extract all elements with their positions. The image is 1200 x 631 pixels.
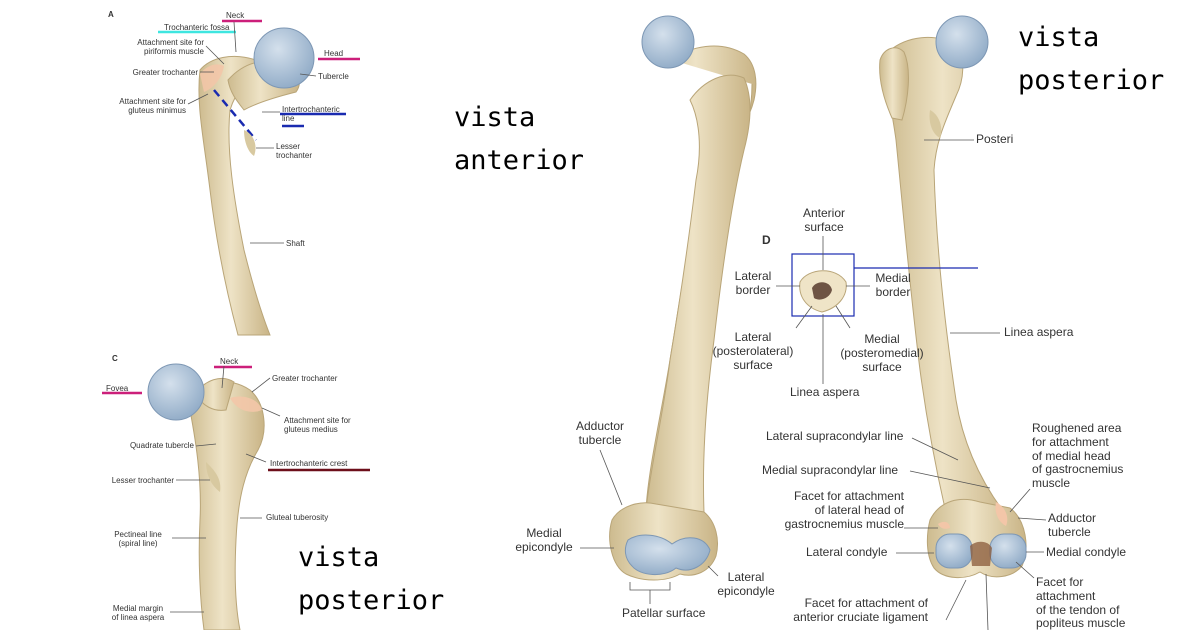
panel-a-letter: A [108, 10, 114, 19]
label-medial-margin: Medial margin of linea aspera [111, 604, 165, 623]
caption-vista-posterior-top: vista posterior [1018, 22, 1165, 97]
label-greater-trochanter-c: Greater trochanter [272, 374, 338, 383]
label-medial-surface: Medial (posteromedial) surface [840, 332, 924, 374]
label-gluteus-minimus: Attachment site for gluteus minimus [119, 97, 186, 116]
label-quadrate-tubercle: Quadrate tubercle [129, 441, 194, 450]
label-lesser-trochanter-a: Lesser trochanter [276, 142, 313, 161]
posterior-femur [879, 15, 1027, 578]
label-roughened-area: Roughened area for attachment of medial … [1032, 421, 1124, 491]
label-intertrochanteric-crest: Intertrochanteric crest [270, 459, 348, 468]
label-medial-condyle: Medial condyle [1046, 545, 1127, 559]
anterior-leaders [580, 449, 719, 604]
label-medial-border: Medial border [875, 271, 911, 299]
label-linea-aspera-posterior: Linea aspera [1004, 325, 1074, 339]
panel-c-highlights [102, 365, 370, 472]
anterior-femur [609, 15, 757, 581]
label-medial-epicondyle: Medial epicondyle [515, 526, 573, 554]
label-linea-aspera-d: Linea aspera [790, 385, 860, 399]
panel-d-leaders [776, 236, 870, 384]
panel-d-letter: D [762, 233, 771, 247]
panel-a-leaders [187, 21, 317, 244]
label-patellar-surface: Patellar surface [622, 606, 706, 620]
label-neck-a: Neck [226, 11, 245, 20]
label-gluteus-medius: Attachment site for gluteus medius [284, 416, 351, 435]
label-gluteal-tuberosity: Gluteal tuberosity [266, 513, 329, 522]
label-shaft: Shaft [286, 239, 305, 248]
label-posterior-cut: Posteri [976, 132, 1014, 146]
label-lateral-surface: Lateral (posterolateral) surface [712, 330, 794, 372]
label-facet-acl: Facet for attachment of anterior cruciat… [793, 596, 928, 624]
label-piriformis: Attachment site for piriformis muscle [137, 38, 204, 57]
label-adductor-tubercle-anterior: Adductor tubercle [575, 419, 625, 447]
posterior-leaders [896, 139, 1047, 630]
label-lateral-supracondylar-line: Lateral supracondylar line [766, 429, 904, 443]
label-lateral-border: Lateral border [734, 269, 772, 297]
label-greater-trochanter-a: Greater trochanter [132, 68, 198, 77]
label-lateral-condyle: Lateral condyle [806, 545, 888, 559]
label-pectineal-line: Pectineal line (spiral line) [114, 530, 162, 549]
label-trochanteric-fossa: Trochanteric fossa [164, 23, 230, 32]
label-fovea: Fovea [106, 384, 129, 393]
panel-c-proximal-femur [147, 363, 265, 630]
label-neck-c: Neck [220, 357, 239, 366]
label-head: Head [324, 49, 344, 58]
label-medial-supracondylar-line: Medial supracondylar line [762, 463, 899, 477]
label-lesser-trochanter-c: Lesser trochanter [111, 476, 174, 485]
panel-a-highlights [158, 19, 360, 128]
label-tubercle: Tubercle [318, 72, 349, 81]
label-adductor-tubercle-posterior: Adductor tubercle [1048, 511, 1097, 539]
label-facet-popliteus: Facet for attachment of the tendon of po… [1036, 575, 1126, 631]
panel-c-leaders [170, 365, 281, 613]
caption-vista-anterior: vista anterior [454, 102, 585, 177]
panel-a-proximal-femur [198, 27, 315, 336]
label-lateral-epicondyle: Lateral epicondyle [717, 570, 775, 598]
caption-vista-posterior-bottom: vista posterior [298, 542, 445, 617]
label-intertrochanteric-line: Intertrochanteric line [282, 105, 340, 124]
panel-c-letter: C [112, 354, 118, 363]
label-anterior-surface: Anterior surface [802, 206, 846, 234]
label-facet-lateral-head: Facet for attachment of lateral head of … [784, 489, 904, 531]
